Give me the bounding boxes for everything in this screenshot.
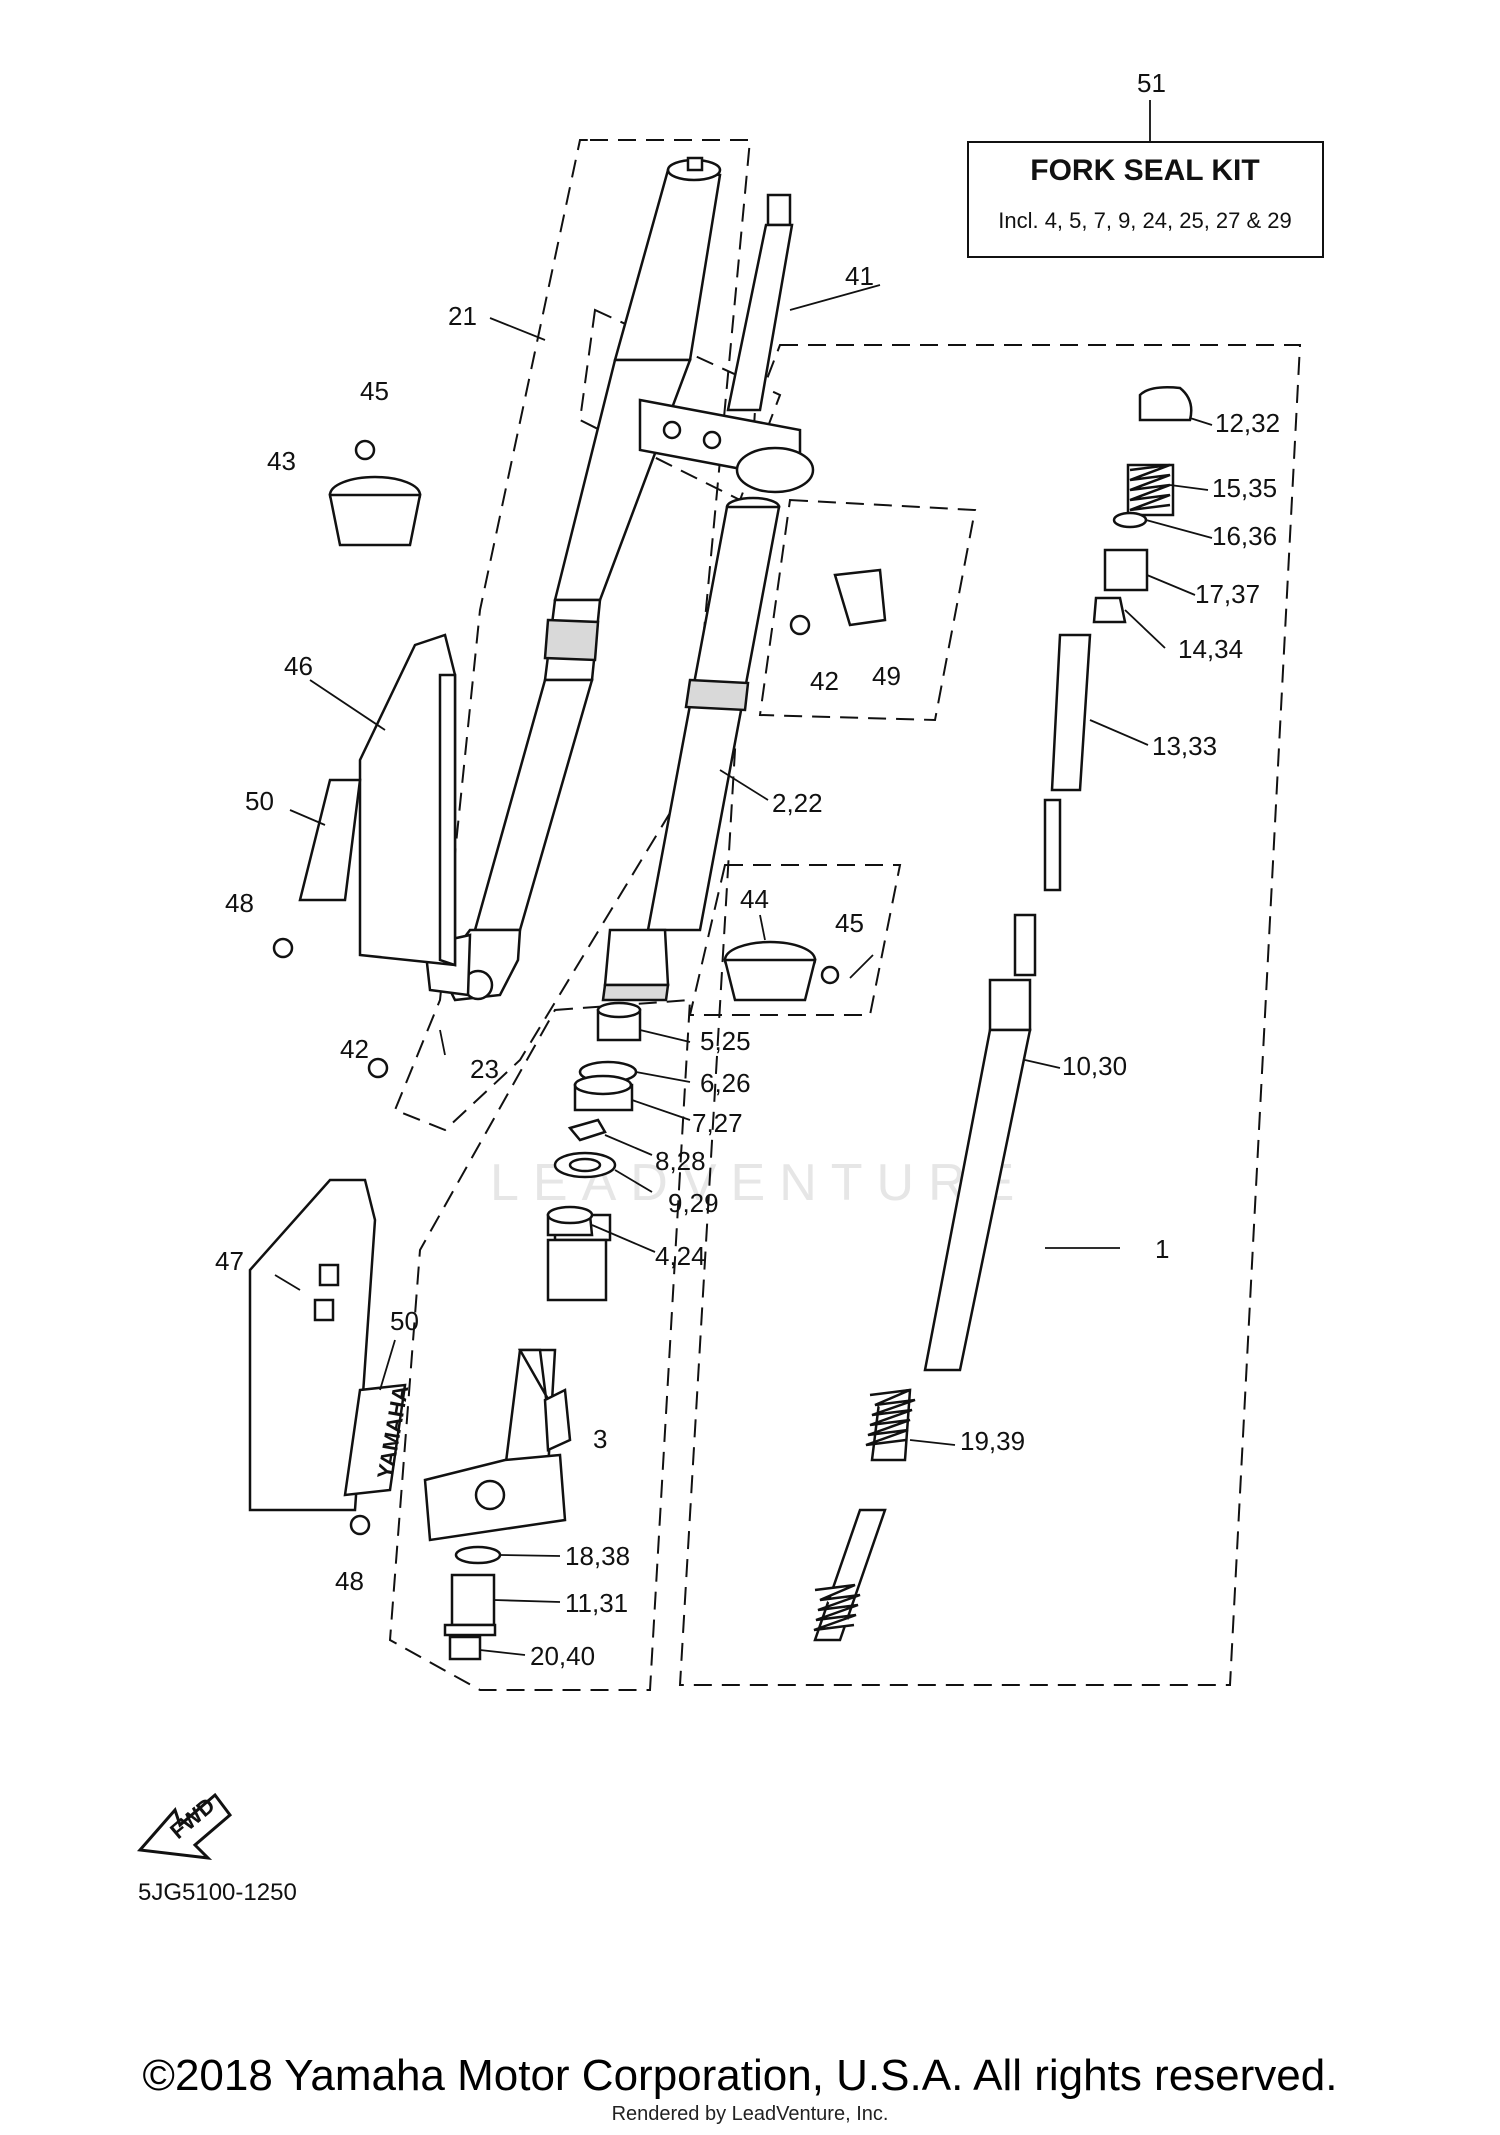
spring-19-39-upper	[865, 1388, 916, 1447]
label-45-top: 45	[360, 376, 389, 406]
label-17-37: 17,37	[1195, 579, 1260, 609]
base-valve-parts	[443, 1545, 502, 1661]
label-4-24: 4,24	[655, 1241, 706, 1271]
bolts	[272, 937, 389, 1536]
leader-lines	[274, 100, 1213, 1656]
label-11-31: 11,31	[565, 1588, 628, 1618]
label-8-28: 8,28	[655, 1146, 706, 1176]
label-18-38: 18,38	[565, 1541, 630, 1571]
bottom-case-3	[423, 1213, 612, 1542]
label-23: 23	[470, 1054, 499, 1084]
part-labels: 41 21 45 43 12,32 15,35 16,36 17,37 14,3…	[215, 261, 1280, 1671]
label-6-26: 6,26	[700, 1068, 751, 1098]
kit-title: FORK SEAL KIT	[1030, 154, 1259, 187]
drawing-reference: 5JG5100-1250	[138, 1879, 297, 1906]
label-50-lower: 50	[390, 1306, 419, 1336]
group-outline-3	[388, 998, 692, 1691]
group-outline-49	[758, 498, 977, 722]
clamp-43	[328, 439, 422, 547]
clamp-44	[723, 940, 840, 1002]
fwd-arrow: FWD	[136, 1792, 233, 1860]
label-3: 3	[593, 1424, 607, 1454]
rendered-by-notice: Rendered by LeadVenture, Inc.	[612, 2103, 889, 2125]
label-42-lower: 42	[340, 1034, 369, 1064]
seal-stack	[546, 1001, 642, 1237]
label-10-30: 10,30	[1062, 1051, 1127, 1081]
label-42-bracket: 42	[810, 666, 839, 696]
label-19-39: 19,39	[960, 1426, 1025, 1456]
fork-guard-46	[298, 633, 457, 967]
label-9-29: 9,29	[668, 1188, 719, 1218]
label-16-36: 16,36	[1212, 521, 1277, 551]
label-47: 47	[215, 1246, 244, 1276]
label-7-27: 7,27	[692, 1108, 743, 1138]
label-1: 1	[1155, 1234, 1169, 1264]
label-2-22: 2,22	[772, 788, 823, 818]
label-50-top: 50	[245, 786, 274, 816]
label-14-34: 14,34	[1178, 634, 1243, 664]
label-48-lower: 48	[335, 1566, 364, 1596]
label-49: 49	[872, 661, 901, 691]
fork-guard-47: YAMAHA	[248, 1178, 413, 1512]
kit-includes: Incl. 4, 5, 7, 9, 24, 25, 27 & 29	[998, 208, 1292, 233]
spring-19-39-lower	[813, 1583, 861, 1632]
label-12-32: 12,32	[1215, 408, 1280, 438]
fork-seal-kit-box: 51 FORK SEAL KIT Incl. 4, 5, 7, 9, 24, 2…	[967, 68, 1324, 258]
label-41: 41	[845, 261, 874, 291]
inner-tube-2-22	[601, 496, 781, 1002]
group-outline-44	[688, 864, 902, 1016]
label-44: 44	[740, 884, 769, 914]
label-20-40: 20,40	[530, 1641, 595, 1671]
label-13-33: 13,33	[1152, 731, 1217, 761]
label-51: 51	[1137, 68, 1166, 98]
label-21: 21	[448, 301, 477, 331]
label-43: 43	[267, 446, 296, 476]
steering-stem-41	[638, 193, 815, 494]
spring-15-35	[1129, 463, 1171, 512]
label-5-25: 5,25	[700, 1026, 751, 1056]
label-46: 46	[284, 651, 313, 681]
label-15-35: 15,35	[1212, 473, 1277, 503]
copyright-notice: ©2018 Yamaha Motor Corporation, U.S.A. A…	[143, 2051, 1338, 2100]
label-45-mid: 45	[835, 908, 864, 938]
label-48-top: 48	[225, 888, 254, 918]
bracket-49	[789, 568, 887, 636]
